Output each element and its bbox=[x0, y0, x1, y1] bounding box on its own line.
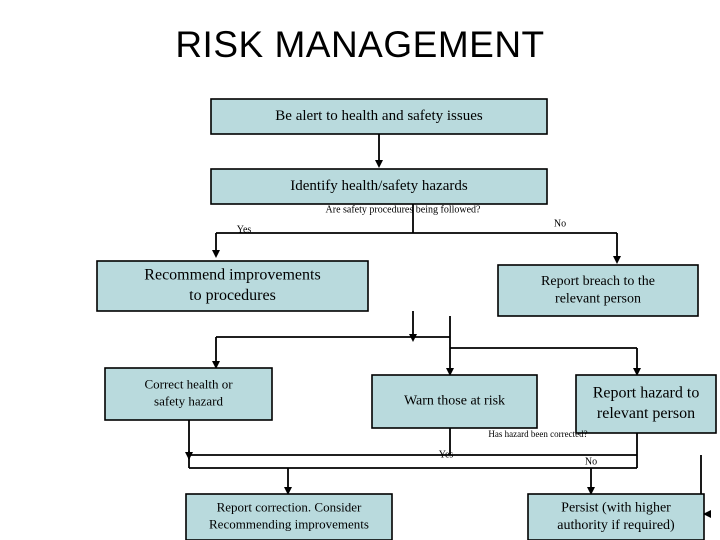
page-title: RISK MANAGEMENT bbox=[175, 24, 545, 65]
arrowhead-recommend-down bbox=[409, 334, 417, 342]
node-label-correct-hazard: safety hazard bbox=[154, 393, 223, 408]
arrowhead-report-correction-entry bbox=[284, 487, 292, 495]
flow-node-report-hazard[interactable]: Report hazard to relevant person bbox=[575, 374, 717, 434]
arrowhead-warn-entry bbox=[446, 368, 454, 376]
node-label-report-hazard: Report hazard to bbox=[593, 384, 700, 401]
flowchart-nodes: Be alert to health and safety issuesIden… bbox=[96, 98, 717, 540]
node-label-report-hazard: relevant person bbox=[597, 405, 695, 422]
branch-label-are-procedures-followed-yes: Yes bbox=[237, 224, 252, 235]
arrowhead-persist-entry bbox=[703, 510, 711, 518]
flow-node-warn-those-at-risk[interactable]: Warn those at risk bbox=[371, 374, 538, 429]
node-label-report-breach: Report breach to the bbox=[541, 274, 655, 289]
node-box-persist bbox=[527, 493, 705, 540]
flow-node-report-correction[interactable]: Report correction. ConsiderRecommending … bbox=[185, 493, 393, 540]
arrowhead-alert-to-identify bbox=[375, 160, 383, 168]
arrowhead-persist-top-entry bbox=[587, 487, 595, 495]
flowchart-labels: Are safety procedures being followed? Yes… bbox=[237, 204, 597, 467]
flow-node-report-breach[interactable]: Report breach to the relevant person bbox=[497, 264, 699, 317]
branch-label-has-hazard-been-corrected-yes: Yes bbox=[439, 449, 454, 460]
decision-question-are-procedures-followed: Are safety procedures being followed? bbox=[326, 204, 481, 215]
decision-question-has-hazard-been-corrected: Has hazard been corrected? bbox=[488, 429, 587, 439]
node-label-correct-hazard: Correct health or bbox=[144, 377, 233, 392]
node-label-warn-those-at-risk: Warn those at risk bbox=[404, 394, 505, 409]
arrowhead-correct-entry bbox=[212, 361, 220, 369]
arrowhead-report-hazard-entry bbox=[633, 368, 641, 376]
flow-node-recommend-improvements[interactable]: Recommend improvements to procedures bbox=[96, 260, 369, 312]
node-box-report-breach bbox=[497, 264, 699, 317]
flow-node-identify-hazards[interactable]: Identify health/safety hazards bbox=[210, 168, 548, 205]
node-label-be-alert: Be alert to health and safety issues bbox=[275, 108, 483, 124]
branch-label-has-hazard-been-corrected-no: No bbox=[585, 456, 597, 467]
node-box-report-correction bbox=[185, 493, 393, 540]
node-label-persist: Persist (with higher bbox=[561, 500, 671, 515]
node-box-correct-hazard bbox=[104, 367, 273, 421]
flow-node-be-alert[interactable]: Be alert to health and safety issues bbox=[210, 98, 548, 135]
node-label-report-breach: relevant person bbox=[555, 292, 641, 307]
arrowhead-no-branch-down bbox=[613, 256, 621, 264]
node-label-identify-hazards: Identify health/safety hazards bbox=[290, 178, 468, 194]
branch-label-are-procedures-followed-no: No bbox=[554, 218, 566, 229]
node-label-persist: authority if required) bbox=[557, 518, 675, 533]
node-label-report-correction: Report correction. Consider bbox=[217, 500, 362, 515]
node-box-be-alert bbox=[210, 98, 548, 135]
node-label-report-correction: Recommending improvements bbox=[209, 516, 369, 531]
arrowhead-yes-branch-down bbox=[212, 250, 220, 258]
flow-node-persist[interactable]: Persist (with higher authority if require… bbox=[527, 493, 705, 540]
node-label-recommend-improvements: Recommend improvements bbox=[144, 266, 320, 283]
node-label-recommend-improvements: to procedures bbox=[189, 287, 276, 304]
node-box-warn-those-at-risk bbox=[371, 374, 538, 429]
node-box-identify-hazards bbox=[210, 168, 548, 205]
arrowhead-yes-merge-arrow bbox=[185, 452, 193, 460]
flowchart-edges bbox=[185, 134, 711, 518]
node-box-report-hazard bbox=[575, 374, 717, 434]
node-box-recommend-improvements bbox=[96, 260, 369, 312]
